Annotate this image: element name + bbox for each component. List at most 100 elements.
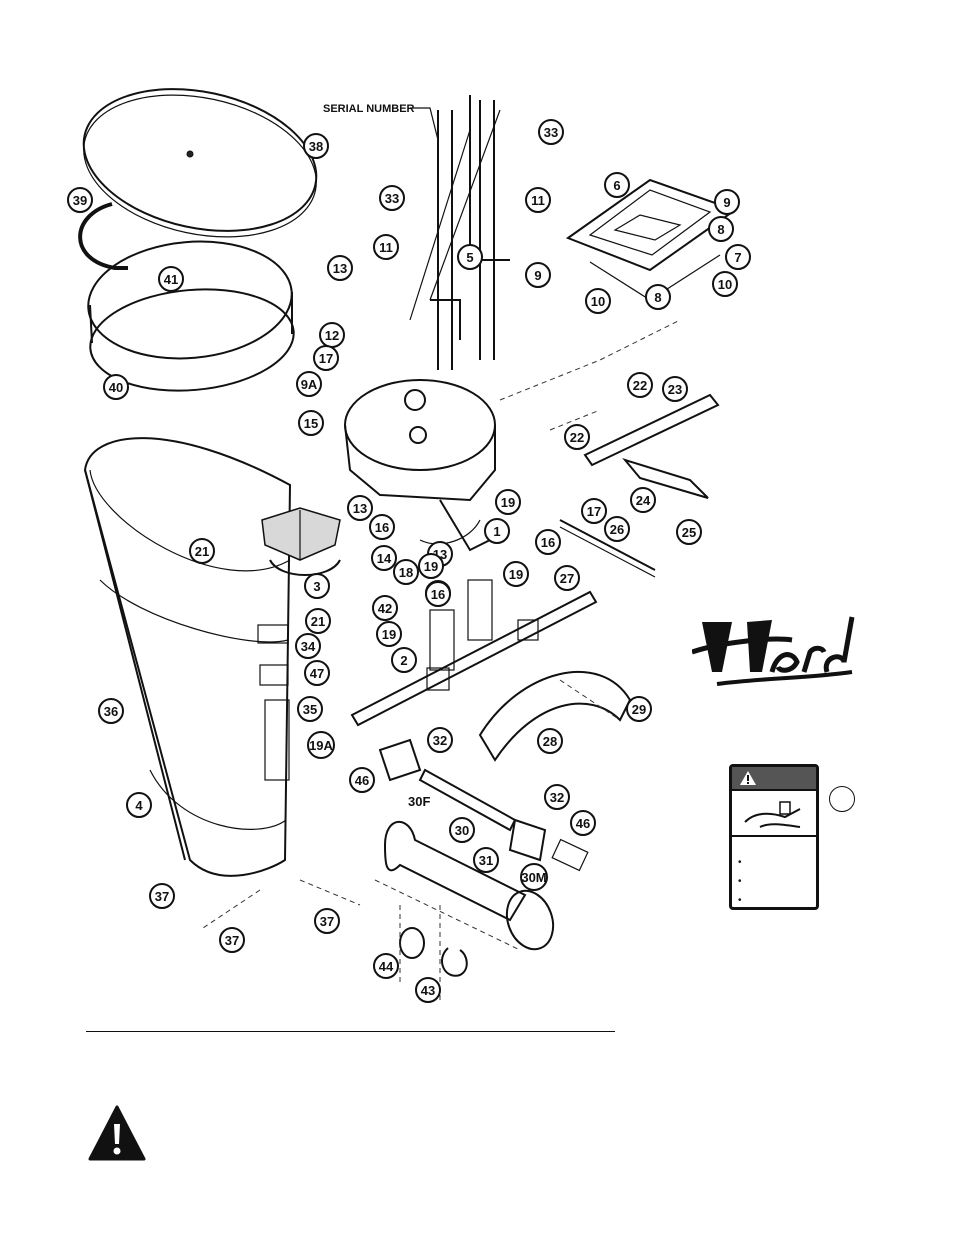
flow-gate-plate <box>568 180 735 300</box>
svg-text:38: 38 <box>309 139 323 154</box>
svg-text:46: 46 <box>576 816 590 831</box>
svg-text:11: 11 <box>531 193 545 208</box>
callout-bubble: 39 <box>68 188 92 212</box>
callout-bubble: 46 <box>350 768 374 792</box>
warning-icon <box>88 1104 146 1162</box>
svg-text:30M: 30M <box>521 870 546 885</box>
svg-text:16: 16 <box>541 535 555 550</box>
callout-bubble: 23 <box>663 377 687 401</box>
adjuster-bracket <box>560 395 718 577</box>
hopper-ring <box>83 233 298 398</box>
gear-housing <box>345 380 495 550</box>
svg-text:17: 17 <box>587 504 601 519</box>
svg-text:37: 37 <box>155 889 169 904</box>
callout-bubble: 24 <box>631 488 655 512</box>
hopper-lid <box>70 69 329 257</box>
svg-text:16: 16 <box>375 520 389 535</box>
reference-circle <box>829 786 855 812</box>
callout-bubble: 17 <box>314 346 338 370</box>
callout-bubble: 10 <box>713 272 737 296</box>
callout-bubble: 9 <box>526 263 550 287</box>
svg-text:21: 21 <box>195 544 209 559</box>
svg-text:8: 8 <box>654 290 661 305</box>
svg-text:6: 6 <box>613 178 620 193</box>
callout-bubble: 13 <box>348 496 372 520</box>
svg-text:31: 31 <box>479 853 493 868</box>
callout-bubble: 22 <box>628 373 652 397</box>
svg-text:4: 4 <box>135 798 143 813</box>
callout-bubble: 38 <box>304 134 328 158</box>
svg-text:41: 41 <box>164 272 178 287</box>
callout-bubble: 43 <box>416 978 440 1002</box>
label-30f: 30F <box>408 794 430 809</box>
callout-bubble: 32 <box>545 785 569 809</box>
callout-bubble: 16 <box>426 582 450 606</box>
svg-text:47: 47 <box>310 666 324 681</box>
svg-text:9: 9 <box>723 195 730 210</box>
callout-bubble: 47 <box>305 661 329 685</box>
svg-text:19: 19 <box>501 495 515 510</box>
callout-bubble: 13 <box>328 256 352 280</box>
svg-text:16: 16 <box>431 587 445 602</box>
svg-text:42: 42 <box>378 601 392 616</box>
callout-bubble: 31 <box>474 848 498 872</box>
callout-bubble: 41 <box>159 267 183 291</box>
svg-text:33: 33 <box>385 191 399 206</box>
callout-bubble: 32 <box>428 728 452 752</box>
callout-bubble: 26 <box>605 517 629 541</box>
svg-text:25: 25 <box>682 525 696 540</box>
callout-bubble: 11 <box>374 235 398 259</box>
hopper-cone <box>85 438 290 876</box>
svg-text:39: 39 <box>73 193 87 208</box>
svg-text:26: 26 <box>610 522 624 537</box>
svg-text:27: 27 <box>560 571 574 586</box>
callout-bubble: 42 <box>373 596 397 620</box>
svg-text:14: 14 <box>377 551 392 566</box>
callout-bubble: 19 <box>419 554 443 578</box>
callout-bubble: 9 <box>715 190 739 214</box>
svg-text:18: 18 <box>399 565 413 580</box>
callout-bubble: 15 <box>299 411 323 435</box>
callout-bubble: 35 <box>298 697 322 721</box>
svg-text:9A: 9A <box>301 377 318 392</box>
svg-text:22: 22 <box>570 430 584 445</box>
callout-bubble: 8 <box>709 217 733 241</box>
svg-text:21: 21 <box>311 614 325 629</box>
svg-text:40: 40 <box>109 380 123 395</box>
svg-text:19A: 19A <box>309 738 333 753</box>
callout-bubble: 9A <box>297 372 321 396</box>
decal-header <box>732 767 816 791</box>
callout-bubble: 11 <box>526 188 550 212</box>
svg-text:12: 12 <box>325 328 339 343</box>
svg-text:9: 9 <box>534 268 541 283</box>
svg-text:1: 1 <box>493 524 500 539</box>
callout-bubble: 40 <box>104 375 128 399</box>
svg-text:8: 8 <box>717 222 724 237</box>
callout-bubble: 2 <box>392 648 416 672</box>
svg-text:28: 28 <box>543 734 557 749</box>
safety-decal: ••• <box>729 764 819 910</box>
svg-text:2: 2 <box>400 653 407 668</box>
callout-bubble: 37 <box>150 884 174 908</box>
svg-text:34: 34 <box>301 639 316 654</box>
herd-logo <box>692 612 857 692</box>
svg-text:35: 35 <box>303 702 317 717</box>
callout-bubble: 33 <box>380 186 404 210</box>
frame-tubes <box>410 95 510 370</box>
svg-text:17: 17 <box>319 351 333 366</box>
svg-text:10: 10 <box>718 277 732 292</box>
svg-text:13: 13 <box>333 261 347 276</box>
callout-bubble: 1 <box>485 519 509 543</box>
svg-text:22: 22 <box>633 378 647 393</box>
callout-bubble: 36 <box>99 699 123 723</box>
callout-bubble: 28 <box>538 729 562 753</box>
warning-triangle-icon <box>740 771 756 785</box>
svg-text:23: 23 <box>668 382 682 397</box>
callout-bubble: 19A <box>308 732 334 758</box>
svg-text:11: 11 <box>379 240 393 255</box>
svg-text:43: 43 <box>421 983 435 998</box>
callout-bubble: 5 <box>458 245 482 269</box>
callout-bubble: 3 <box>305 574 329 598</box>
callout-bubble: 4 <box>127 793 151 817</box>
callout-bubble: 17 <box>582 499 606 523</box>
